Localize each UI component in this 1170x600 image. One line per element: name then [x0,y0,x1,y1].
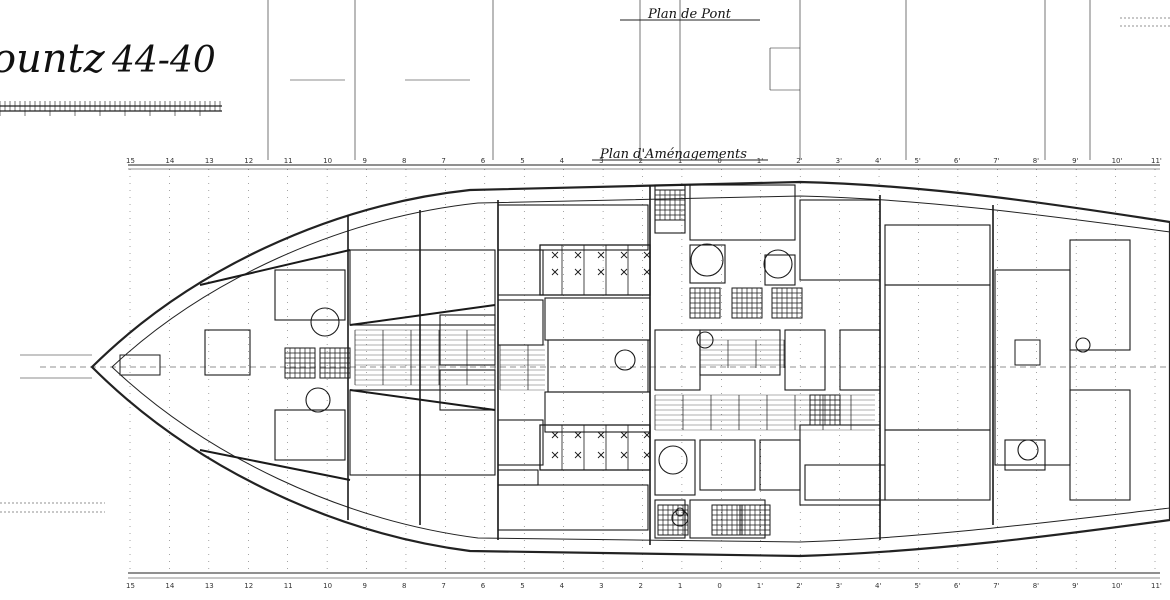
station-label-top: 11' [1151,157,1162,165]
layout-plan-title: Plan d'Aménagements [599,147,747,162]
deck-plan-reference-lines [267,0,1091,160]
station-label-bottom: 8 [402,582,406,590]
station-label-bottom: 1 [678,582,682,590]
station-label-top: 1' [757,157,763,165]
model-number-title: 44-40 [111,40,216,81]
station-label-bottom: 5' [914,582,920,590]
station-label-bottom: 11 [284,582,293,590]
station-label-top: 7 [441,157,445,165]
station-label-bottom: 14 [165,582,174,590]
station-label-top: 13 [205,157,214,165]
model-name-title: ountz [0,36,106,82]
station-label-bottom: 5 [520,582,524,590]
station-label-bottom: 1' [757,582,763,590]
station-label-bottom: 9' [1072,582,1078,590]
station-label-top: 6 [481,157,486,165]
station-label-bottom: 11' [1151,582,1162,590]
station-label-bottom: 10' [1112,582,1123,590]
station-label-bottom: 9 [363,582,367,590]
station-label-top: 3 [599,157,603,165]
station-label-top: 0 [717,157,721,165]
station-label-bottom: 2 [639,582,643,590]
station-label-bottom: 3' [836,582,842,590]
station-label-top: 9 [363,157,367,165]
station-label-bottom: 13 [205,582,214,590]
station-label-bottom: 8' [1033,582,1039,590]
station-label-bottom: 6' [954,582,960,590]
station-label-top: 8 [402,157,406,165]
station-label-top: 2 [639,157,643,165]
station-label-bottom: 3 [599,582,603,590]
scale-ruler [0,101,222,116]
station-label-bottom: 2' [796,582,802,590]
station-label-bottom: 6 [481,582,486,590]
station-label-top: 4' [875,157,881,165]
station-label-top: 9' [1072,157,1078,165]
station-label-bottom: 0 [717,582,721,590]
station-label-top: 11 [284,157,293,165]
station-label-bottom: 4 [560,582,565,590]
deck-plan-title: Plan de Pont [647,7,732,22]
station-label-bottom: 7' [993,582,999,590]
station-label-top: 15 [126,157,135,165]
station-label-top: 14 [165,157,174,165]
station-vertical-lines [129,169,1156,573]
station-label-top: 2' [796,157,802,165]
station-label-top: 10' [1112,157,1123,165]
hull-outline [40,180,1170,558]
station-label-top: 5' [914,157,920,165]
station-label-top: 1 [678,157,682,165]
station-label-top: 5 [520,157,524,165]
station-label-top: 8' [1033,157,1039,165]
station-label-top: 12 [244,157,253,165]
floor-planking [354,329,875,431]
station-label-bottom: 7 [441,582,445,590]
station-label-bottom: 4' [875,582,881,590]
station-label-bottom: 10 [323,582,332,590]
interior-layout [20,184,1131,545]
margin-notes [0,17,1170,513]
station-label-top: 3' [836,157,842,165]
station-label-bottom: 12 [244,582,253,590]
station-label-top: 7' [993,157,999,165]
bunk-markings [539,244,651,471]
station-label-top: 4 [560,157,565,165]
station-label-top: 6' [954,157,960,165]
floor-grates [284,189,841,536]
station-label-top: 10 [323,157,332,165]
station-label-bottom: 15 [126,582,135,590]
